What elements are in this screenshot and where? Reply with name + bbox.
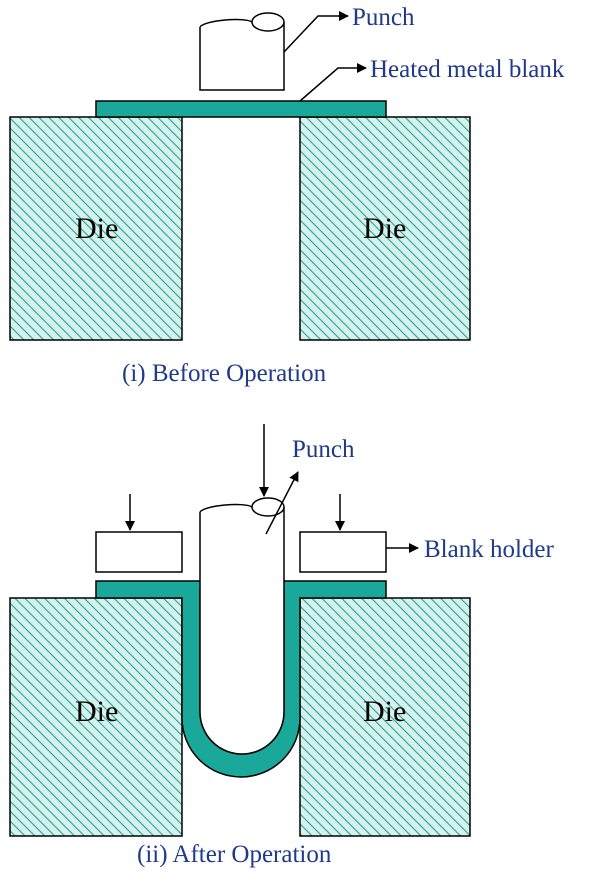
die-left-label-after: Die	[75, 695, 118, 728]
heated-metal-blank	[95, 100, 387, 118]
punch-before	[199, 12, 285, 91]
blank-leader-arrow	[299, 63, 367, 102]
punch-after	[199, 497, 285, 755]
die-right-after	[299, 597, 471, 837]
after-operation-panel: Punch Blank holder Die Die (ii) After Op…	[9, 424, 555, 868]
die-right-label-after: Die	[363, 695, 406, 728]
punch-label-after: Punch	[292, 436, 355, 463]
die-right-label-before: Die	[363, 212, 406, 245]
die-right-before	[299, 116, 471, 341]
die-left-before	[9, 116, 183, 341]
die-left-label-before: Die	[75, 212, 118, 245]
punch-label-before: Punch	[352, 4, 415, 31]
punch-top-ellipse	[251, 12, 285, 32]
punch-leader-arrow	[283, 11, 349, 53]
blank-label: Heated metal blank	[370, 56, 565, 83]
caption-before: (i) Before Operation	[122, 360, 327, 387]
punch-top-ellipse-after	[251, 497, 285, 517]
before-operation-panel: Punch Heated metal blank Die Die (i) Bef…	[9, 4, 565, 387]
punch-leader-arrow-after	[265, 471, 299, 535]
blank-holder-right	[299, 531, 387, 573]
blank-holder-label: Blank holder	[424, 536, 555, 563]
blank-holder-left	[95, 531, 183, 573]
caption-after: (ii) After Operation	[137, 841, 332, 868]
